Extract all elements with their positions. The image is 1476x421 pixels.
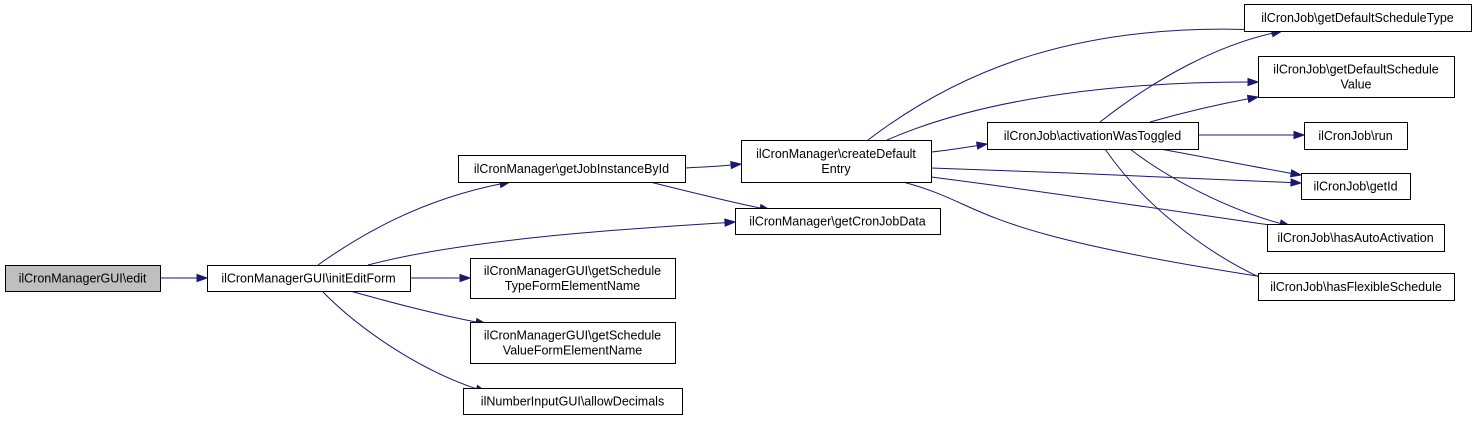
edge-line — [367, 222, 727, 266]
node-box[interactable] — [207, 265, 411, 292]
node-getJobInstanceById[interactable]: ilCronManager\getJobInstanceById — [458, 155, 686, 183]
node-box[interactable] — [1258, 56, 1455, 98]
node-run[interactable]: ilCronJob\run — [1304, 122, 1408, 150]
node-label: ilCronJob\getDefaultSchedule — [1273, 63, 1438, 77]
node-box[interactable] — [1267, 224, 1445, 252]
edge-line — [930, 167, 1293, 184]
edge-line — [649, 181, 762, 209]
edge-line — [349, 290, 478, 323]
node-box[interactable] — [470, 258, 676, 299]
arrowhead-icon — [1290, 178, 1303, 187]
node-box[interactable] — [741, 140, 932, 183]
node-label: ilCronJob\hasAutoActivation — [1277, 231, 1433, 245]
edge-line — [317, 183, 502, 266]
node-edit[interactable]: ilCronManagerGUI\edit — [5, 265, 161, 292]
node-box[interactable] — [987, 122, 1199, 150]
node-getScheduleTypeFormElementName[interactable]: ilCronManagerGUI\getScheduleTypeFormElem… — [470, 258, 676, 299]
arrowhead-icon — [1246, 94, 1260, 104]
edge-activationWasToggled-to-getDefaultScheduleType — [1099, 29, 1284, 123]
node-label: ilNumberInputGUI\allowDecimals — [481, 395, 664, 409]
edge-activationWasToggled-to-hasFlexibleSchedule — [1104, 148, 1272, 283]
arrowhead-icon — [1293, 130, 1306, 140]
node-allowDecimals[interactable]: ilNumberInputGUI\allowDecimals — [463, 388, 683, 415]
edge-initEditForm-to-getCronJobData — [367, 218, 737, 266]
node-getCronJobData[interactable]: ilCronManager\getCronJobData — [735, 208, 941, 235]
node-label: ilCronManagerGUI\edit — [19, 272, 147, 286]
edge-initEditForm-to-allowDecimals — [321, 290, 488, 393]
edge-edit-to-initEditForm — [160, 273, 209, 283]
node-box[interactable] — [463, 388, 683, 415]
node-box[interactable] — [1304, 122, 1408, 150]
edge-initEditForm-to-getScheduleTypeFormElementName — [410, 273, 472, 283]
node-activationWasToggled[interactable]: ilCronJob\activationWasToggled — [987, 122, 1199, 150]
node-box[interactable] — [458, 155, 686, 183]
node-label: ilCronManager\getJobInstanceById — [474, 162, 669, 176]
arrowhead-icon — [730, 160, 743, 170]
node-box[interactable] — [735, 208, 941, 235]
node-label: ilCronManagerGUI\getSchedule — [484, 329, 661, 343]
edge-line — [930, 176, 1282, 228]
nodes-layer: ilCronManagerGUI\edit ilCronManagerGUI\in… — [5, 4, 1472, 415]
node-label: ilCronJob\getId — [1313, 180, 1397, 194]
edge-line — [1099, 32, 1274, 123]
edge-activationWasToggled-to-getId — [1159, 148, 1303, 178]
edge-line — [321, 290, 478, 390]
node-label: ilCronManagerGUI\getSchedule — [484, 264, 661, 278]
edge-line — [1104, 148, 1263, 279]
arrowhead-icon — [1247, 77, 1260, 87]
node-label: ilCronJob\getDefaultScheduleType — [1261, 11, 1454, 25]
arrowhead-icon — [459, 273, 472, 283]
node-hasAutoActivation[interactable]: ilCronJob\hasAutoActivation — [1267, 224, 1445, 252]
node-label: ilCronManager\getCronJobData — [749, 215, 926, 229]
node-box[interactable] — [1244, 4, 1472, 32]
node-box[interactable] — [1301, 173, 1411, 200]
arrowhead-icon — [196, 273, 209, 283]
edge-line — [1129, 148, 1282, 225]
edge-activationWasToggled-to-hasAutoActivation — [1129, 148, 1292, 228]
edge-createDefaultEntry-to-hasAutoActivation — [930, 176, 1292, 231]
arrowhead-icon — [724, 218, 737, 227]
edge-line — [1149, 98, 1250, 123]
edge-createDefaultEntry-to-getId — [930, 167, 1303, 187]
node-getDefaultScheduleType[interactable]: ilCronJob\getDefaultScheduleType — [1244, 4, 1472, 32]
node-label: Entry — [821, 162, 851, 176]
node-label: ValueFormElementName — [503, 344, 642, 358]
arrowhead-icon — [1289, 169, 1303, 178]
edge-createDefaultEntry-to-hasFlexibleSchedule — [902, 181, 1272, 281]
edge-line — [1159, 148, 1293, 174]
edge-activationWasToggled-to-getDefaultScheduleValue — [1149, 94, 1260, 123]
node-label: ilCronJob\activationWasToggled — [1004, 129, 1181, 143]
edge-line — [684, 164, 733, 169]
arrowhead-icon — [975, 141, 989, 150]
node-hasFlexibleSchedule[interactable]: ilCronJob\hasFlexibleSchedule — [1258, 273, 1455, 301]
node-label: ilCronManagerGUI\initEditForm — [221, 272, 395, 286]
node-box[interactable] — [5, 265, 161, 292]
edge-getJobInstanceById-to-getCronJobData — [649, 181, 772, 213]
node-label: ilCronJob\run — [1318, 129, 1392, 143]
edge-initEditForm-to-getJobInstanceById — [317, 179, 512, 266]
edge-line — [886, 81, 1250, 141]
node-label: ilCronJob\hasFlexibleSchedule — [1270, 280, 1442, 294]
edge-line — [930, 144, 979, 153]
edge-createDefaultEntry-to-activationWasToggled — [930, 141, 989, 153]
edge-line — [867, 28, 1274, 141]
node-box[interactable] — [470, 322, 676, 364]
node-label: TypeFormElementName — [505, 279, 641, 293]
edge-createDefaultEntry-to-getDefaultScheduleValue — [886, 77, 1260, 141]
edges-layer — [160, 26, 1306, 393]
node-getScheduleValueFormElementName[interactable]: ilCronManagerGUI\getScheduleValueFormEle… — [470, 322, 676, 364]
node-label: ilCronManager\createDefault — [756, 147, 916, 161]
edge-initEditForm-to-getScheduleValueFormElementName — [349, 290, 488, 327]
edge-line — [902, 181, 1262, 278]
edge-activationWasToggled-to-run — [1198, 130, 1306, 140]
node-initEditForm[interactable]: ilCronManagerGUI\initEditForm — [207, 265, 411, 292]
node-getId[interactable]: ilCronJob\getId — [1301, 173, 1411, 200]
edge-getJobInstanceById-to-createDefaultEntry — [684, 160, 743, 170]
node-box[interactable] — [1258, 273, 1455, 301]
node-label: Value — [1340, 78, 1371, 92]
